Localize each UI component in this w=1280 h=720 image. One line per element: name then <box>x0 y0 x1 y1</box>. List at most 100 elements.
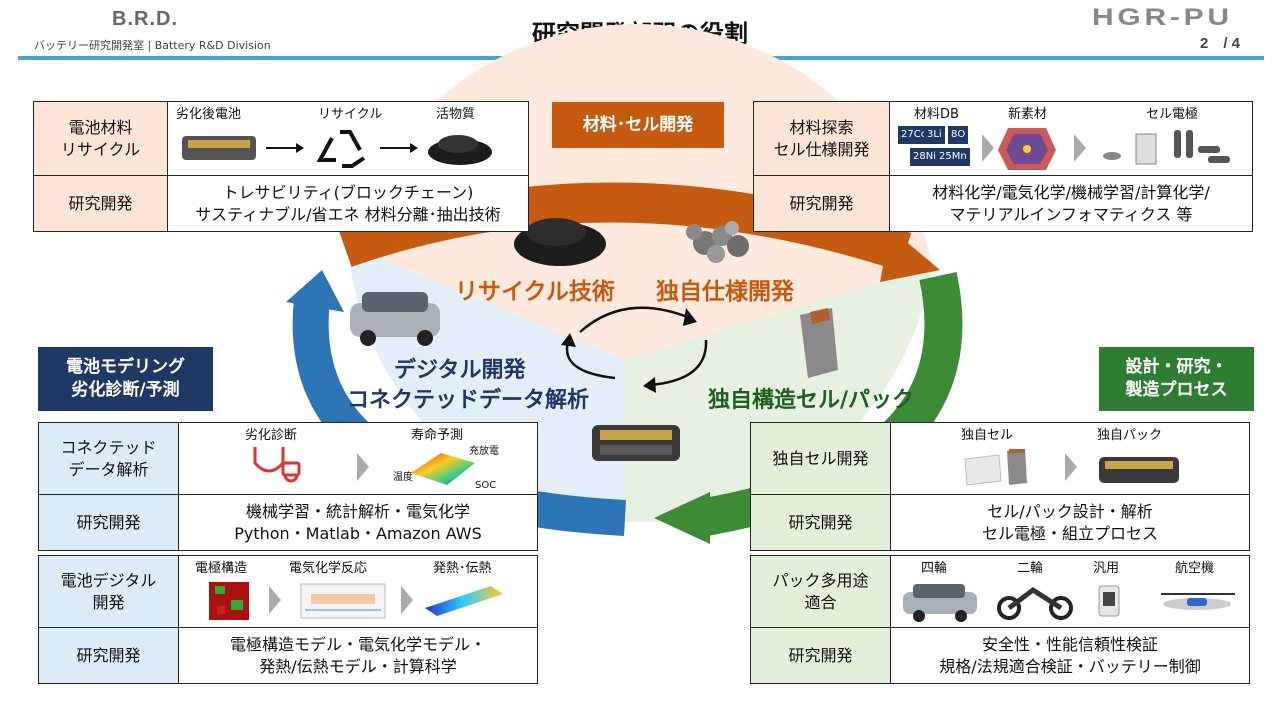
pack-rd-desc-line1: 安全性・性能信頼性検証 <box>981 634 1158 654</box>
material-flow-image <box>982 128 1230 170</box>
label-new-material: 新素材 <box>1008 107 1048 122</box>
banner-process-line2: 製造プロセス <box>1125 380 1228 400</box>
inner-arrow-2 <box>649 339 708 387</box>
label-custom-structure: 独自構造セル/パック <box>708 388 915 413</box>
pack-applications-image <box>903 584 1235 622</box>
material-rd-desc-line1: 材料化学/電気化学/機械学習/計算化学/ <box>932 182 1210 202</box>
cell-image-cell: 独自セル 独自パック <box>890 422 1250 495</box>
connected-head-line1: コネクテッド <box>60 437 157 457</box>
banner-material-cell: 材料･セル開発 <box>552 102 724 148</box>
micro-particle-image <box>686 221 749 263</box>
element-o: 8O <box>948 126 969 144</box>
label-custom-cell: 独自セル <box>961 428 1014 443</box>
recycle-image-cell: 劣化後電池 リサイクル 活物質 <box>167 101 529 176</box>
pack-head-line2: 適合 <box>804 592 837 612</box>
pack-table: パック多用途 適合 四輪 二輪 汎用 航空機 <box>750 555 1250 684</box>
label-electrode-structure: 電極構造 <box>195 561 248 576</box>
element-mn: 25Mn <box>936 148 970 166</box>
banner-modeling-line1: 電池モデリング <box>66 357 185 378</box>
connected-table: コネクテッド データ解析 劣化診断 寿命予測 充放電 温度 SOC <box>38 422 538 551</box>
label-degraded-battery: 劣化後電池 <box>176 107 242 122</box>
chevron-right-icon <box>982 134 994 162</box>
inner-arrow-1 <box>579 306 691 333</box>
digital-rd-desc: 電極構造モデル・電気化学モデル・ 発熱/伝熱モデル・計算科学 <box>178 627 538 684</box>
material-image-cell: 材料DB 新素材 セル電極 27Co 3Li 8O 28Ni 25Mn <box>889 101 1253 176</box>
label-material-db: 材料DB <box>914 107 959 122</box>
connected-rd-desc-line2: Python・Matlab・Amazon AWS <box>234 523 482 543</box>
pack-image-cell: 四輪 二輪 汎用 航空機 <box>890 555 1250 628</box>
axis-charge-discharge: 充放電 <box>469 446 499 457</box>
banner-modeling-line2: 劣化診断/予測 <box>71 380 180 400</box>
chevron-right-icon <box>401 586 413 614</box>
material-rd-desc: 材料化学/電気化学/機械学習/計算化学/ マテリアルインフォマティクス 等 <box>889 175 1253 232</box>
material-rd-label: 研究開発 <box>753 175 890 232</box>
arrow-right-icon <box>266 143 304 153</box>
heat-map-icon <box>425 586 503 616</box>
label-degradation-diagnosis: 劣化診断 <box>245 428 298 443</box>
pouch-cell-image <box>800 308 838 378</box>
material-head-cell: 材料探索 セル仕様開発 <box>753 101 890 176</box>
battery-pack-image <box>592 425 680 461</box>
powder-icon <box>428 135 492 165</box>
material-head-line1: 材料探索 <box>789 117 854 137</box>
digital-image-cell: 電極構造 電気化学反応 発熱･伝熱 <box>178 555 538 628</box>
portable-battery-icon <box>1098 585 1120 617</box>
reaction-diagram-icon <box>300 583 386 619</box>
connected-head-line2: データ解析 <box>68 459 149 479</box>
chevron-right-icon <box>1074 134 1086 162</box>
cell-rd-desc-line1: セル/パック設計・解析 <box>987 501 1153 521</box>
org-name: B.R.D. <box>112 8 178 30</box>
connected-head-cell: コネクテッド データ解析 <box>38 422 179 495</box>
element-co: 27Co <box>898 126 930 144</box>
sector-right <box>625 266 932 523</box>
electrode-structure-icon <box>209 582 249 620</box>
banner-modeling: 電池モデリング 劣化診断/予測 <box>38 347 213 411</box>
digital-rd-label: 研究開発 <box>38 627 179 684</box>
custom-cell-icon <box>964 449 1027 486</box>
banner-material-text: 材料･セル開発 <box>582 114 694 135</box>
recycle-rd-label: 研究開発 <box>33 175 168 232</box>
pack-rd-label: 研究開発 <box>750 627 891 684</box>
chevron-right-icon <box>357 453 369 481</box>
pack-rd-desc: 安全性・性能信頼性検証 規格/法規適合検証・バッテリー制御 <box>890 627 1250 684</box>
org-subtitle: バッテリー研究開発室 | Battery R&D Division <box>34 39 271 52</box>
label-custom-pack: 独自パック <box>1097 428 1163 443</box>
cell-rd-label: 研究開発 <box>750 494 891 551</box>
cell-head-cell: 独自セル開発 <box>750 422 891 495</box>
label-four-wheel: 四輪 <box>921 561 948 576</box>
digital-head-line2: 開発 <box>92 592 125 612</box>
digital-head-line1: 電池デジタル <box>60 570 157 590</box>
connected-image-cell: 劣化診断 寿命予測 充放電 温度 SOC <box>178 422 538 495</box>
label-heat-generation: 発熱･伝熱 <box>433 561 492 576</box>
material-table: 材料探索 セル仕様開発 材料DB 新素材 セル電極 27Co 3Li 8O 28… <box>753 101 1253 232</box>
recycle-rd-desc-line2: サスティナブル/省エネ 材料分離･抽出技術 <box>195 204 501 224</box>
digital-rd-desc-line1: 電極構造モデル・電気化学モデル・ <box>229 634 486 654</box>
label-recycle: リサイクル <box>318 107 383 122</box>
digital-rd-desc-line2: 発熱/伝熱モデル・計算科学 <box>259 656 457 676</box>
material-rd-desc-line2: マテリアルインフォマティクス 等 <box>949 204 1193 224</box>
stethoscope-icon <box>253 447 301 483</box>
pack-head-line1: パック多用途 <box>772 570 869 590</box>
label-connected-data: コネクテッドデータ解析 <box>347 388 590 413</box>
blue-arrow-head <box>286 270 344 312</box>
connected-flow-image <box>253 447 475 485</box>
connected-rd-label: 研究開発 <box>38 494 179 551</box>
banner-process-line1: 設計・研究・ <box>1125 357 1228 378</box>
label-custom-spec: 独自仕様開発 <box>656 279 794 305</box>
label-cell-electrode: セル電極 <box>1146 107 1199 122</box>
label-electrochemical-reaction: 電気化学反応 <box>289 561 368 576</box>
green-arrow-head <box>654 492 710 544</box>
cell-flow-image <box>964 449 1179 486</box>
connected-rd-desc: 機械学習・統計解析・電気化学 Python・Matlab・Amazon AWS <box>178 494 538 551</box>
axis-soc: SOC <box>475 480 497 491</box>
inner-arrow-3 <box>565 341 616 380</box>
page-number: 2 / 4 <box>1200 35 1241 52</box>
car-image <box>350 292 440 346</box>
recycle-rd-desc-line1: トレサビリティ(ブロックチェーン) <box>222 182 474 202</box>
element-li: 3Li <box>924 126 945 144</box>
recycle-icon <box>316 130 366 168</box>
active-material-image <box>514 218 606 266</box>
label-active-material: 活物質 <box>436 107 476 122</box>
recycle-table: 電池材料 リサイクル 劣化後電池 リサイクル 活物質 研究開発 トレサビリティ(… <box>33 101 529 232</box>
digital-table: 電池デジタル 開発 電極構造 電気化学反応 発熱･伝熱 <box>38 555 538 684</box>
